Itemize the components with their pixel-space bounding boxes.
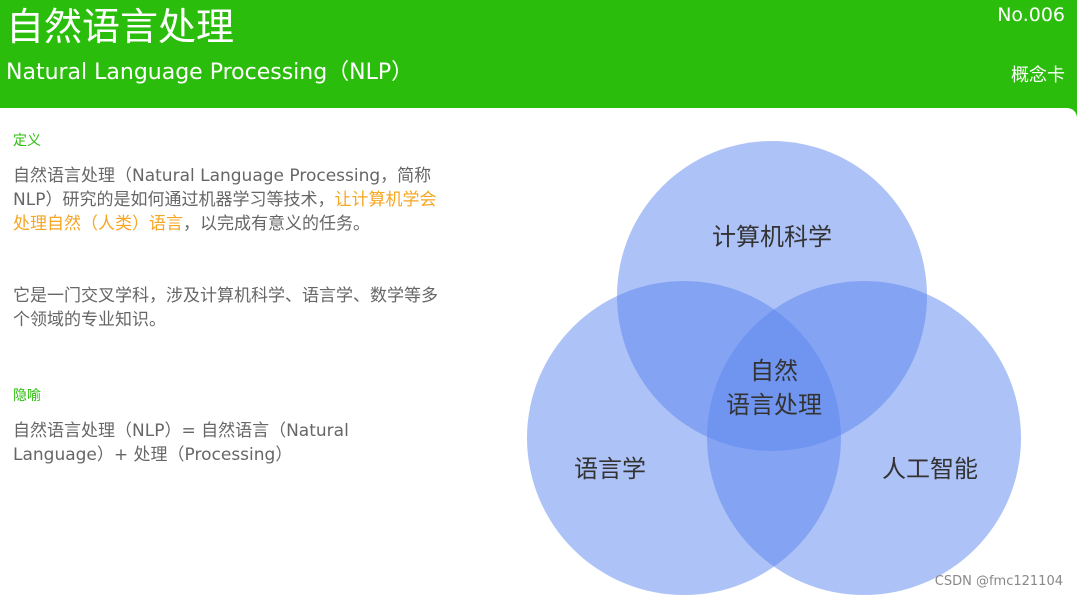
definition-text: 自然语言处理（Natural Language Processing，简称NLP… <box>13 164 443 236</box>
venn-label-left: 语言学 <box>574 455 646 483</box>
definition-heading: 定义 <box>13 133 41 149</box>
venn-label-center: 自然语言处理 <box>694 354 854 422</box>
page-title: 自然语言处理 <box>6 5 235 49</box>
venn-label-top: 计算机科学 <box>712 223 832 251</box>
venn-center-line2: 语言处理 <box>726 391 822 419</box>
card-header: 自然语言处理 Natural Language Processing（NLP） … <box>0 0 1077 108</box>
venn-label-right: 人工智能 <box>882 455 978 483</box>
definition-highlight: 让计算机学会处理自然（人类）语言 <box>13 190 437 234</box>
watermark: CSDN @fmc121104 <box>934 574 1063 589</box>
card-number: No.006 <box>997 4 1065 26</box>
definition-text-2: 它是一门交叉学科，涉及计算机科学、语言学、数学等多个领域的专业知识。 <box>13 286 438 330</box>
venn-circle-right <box>707 281 1021 595</box>
card-kind: 概念卡 <box>1011 65 1065 86</box>
definition-text-pre: 自然语言处理（Natural Language Processing，简称NLP… <box>13 166 432 210</box>
definition-text-post: ，以完成有意义的任务。 <box>183 214 370 234</box>
page-subtitle: Natural Language Processing（NLP） <box>6 60 414 85</box>
metaphor-heading: 隐喻 <box>13 388 41 404</box>
metaphor-text: 自然语言处理（NLP）= 自然语言（Natural Language）+ 处理（… <box>13 421 349 465</box>
venn-center-line1: 自然 <box>750 357 798 385</box>
